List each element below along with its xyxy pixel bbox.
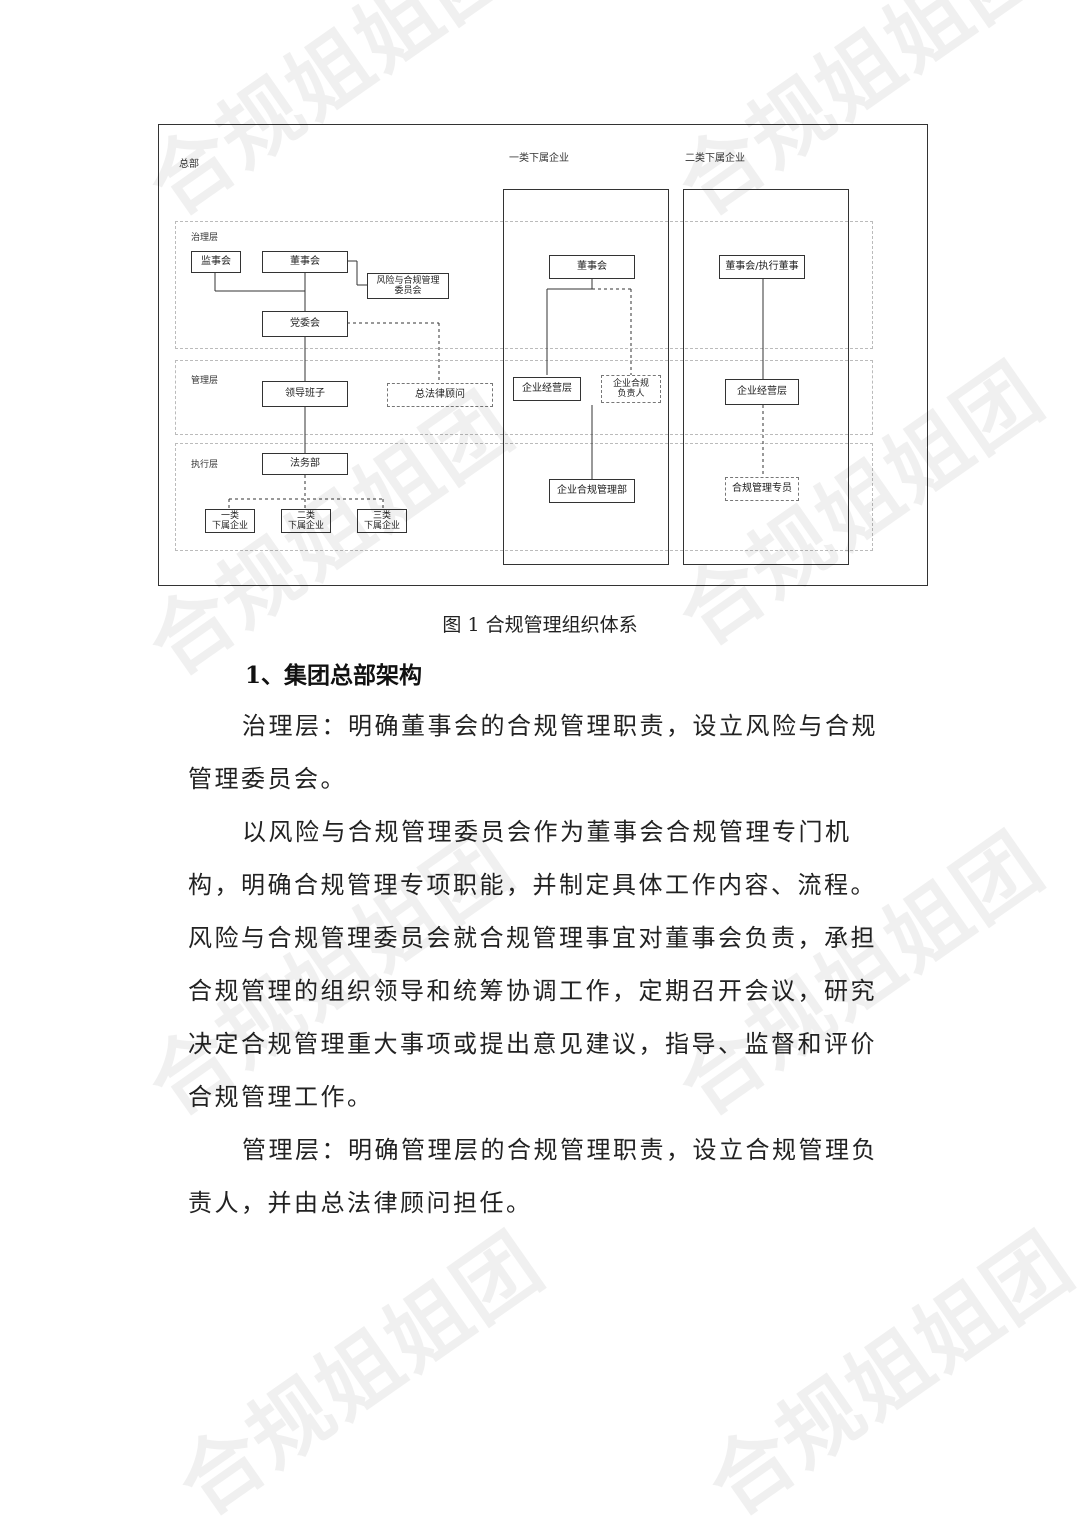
sub-a-line2: 下属企业: [211, 521, 248, 531]
paragraph-line: 决定合规管理重大事项或提出意见建议，指导、监督和评价: [188, 1030, 877, 1058]
sub-b-line1: 二类: [296, 510, 315, 521]
risk-compliance-committee-box: 风险与合规管理 委员会: [367, 273, 449, 299]
risk-committee-line1: 风险与合规管理: [376, 275, 440, 286]
paragraph-line: 构，明确合规管理专项职能，并制定具体工作内容、流程。: [188, 871, 877, 899]
sub-enterprise-b-box: 二类 下属企业: [281, 509, 331, 533]
paragraph-line: 风险与合规管理委员会就合规管理事宜对董事会负责，承担: [188, 924, 877, 952]
col1-compliance-head-line2: 负责人: [617, 389, 645, 399]
col2-label: 二类下属企业: [685, 153, 745, 164]
legal-dept-box: 法务部: [262, 453, 348, 475]
hq-label: 总部: [179, 159, 199, 170]
paragraph-line: 以风险与合规管理委员会作为董事会合规管理专门机: [242, 818, 852, 846]
col1-compliance-head-line1: 企业合规: [612, 378, 649, 389]
col1-operations-box: 企业经营层: [513, 377, 581, 401]
execution-layer-label: 执行层: [191, 460, 219, 470]
paragraph-line: 合规管理的组织领导和统筹协调工作，定期召开会议，研究: [188, 977, 877, 1005]
org-chart-figure: 总部 一类下属企业 二类下属企业 治理层 管理层 执行层: [158, 124, 928, 586]
section-heading: 1、集团总部架构: [245, 662, 423, 689]
col1-compliance-dept-box: 企业合规管理部: [549, 479, 635, 503]
sub-enterprise-a-box: 一类 下属企业: [205, 509, 255, 533]
board-box: 董事会: [262, 251, 348, 273]
management-layer-label: 管理层: [191, 376, 219, 386]
col1-frame: [503, 189, 669, 565]
col1-label: 一类下属企业: [509, 153, 569, 164]
management-layer: [175, 360, 873, 435]
general-counsel-box: 总法律顾问: [387, 383, 493, 407]
sub-a-line1: 一类: [220, 510, 239, 521]
leadership-box: 领导班子: [262, 381, 348, 407]
sub-enterprise-c-box: 三类 下属企业: [357, 509, 407, 533]
col1-compliance-head-box: 企业合规 负责人: [601, 375, 661, 403]
paragraph-line: 管理委员会。: [188, 765, 347, 793]
paragraph-line: 合规管理工作。: [188, 1083, 374, 1111]
col2-compliance-officer-box: 合规管理专员: [725, 477, 799, 501]
paragraph-line: 治理层：明确董事会的合规管理职责，设立风险与合规: [242, 712, 878, 740]
col1-board-box: 董事会: [549, 255, 635, 279]
governance-layer: [175, 221, 873, 349]
col2-board-box: 董事会/执行董事: [719, 255, 805, 279]
risk-committee-line2: 委员会: [394, 286, 422, 296]
sub-b-line2: 下属企业: [287, 521, 324, 531]
paragraph-management: 管理层：明确管理层的合规管理职责，设立合规管理负 责人，并由总法律顾问担任。: [188, 1124, 900, 1230]
party-committee-box: 党委会: [262, 311, 348, 337]
sub-c-line2: 下属企业: [363, 521, 400, 531]
execution-layer: [175, 443, 873, 551]
figure-caption: 图 1 合规管理组织体系: [442, 614, 638, 636]
paragraph-committee: 以风险与合规管理委员会作为董事会合规管理专门机 构，明确合规管理专项职能，并制定…: [188, 806, 900, 1124]
connector-lines: [214, 260, 764, 509]
paragraph-governance: 治理层：明确董事会的合规管理职责，设立风险与合规 管理委员会。: [188, 700, 900, 806]
supervisory-board-box: 监事会: [191, 251, 241, 273]
sub-c-line1: 三类: [372, 510, 391, 521]
watermark: 合规姐姐团: [691, 1215, 1080, 1535]
watermark: 合规姐姐团: [161, 1215, 561, 1535]
paragraph-line: 责人，并由总法律顾问担任。: [188, 1189, 533, 1217]
col2-operations-box: 企业经营层: [725, 379, 799, 405]
col2-frame: [683, 189, 849, 565]
governance-layer-label: 治理层: [191, 233, 219, 243]
paragraph-line: 管理层：明确管理层的合规管理职责，设立合规管理负: [242, 1136, 878, 1164]
